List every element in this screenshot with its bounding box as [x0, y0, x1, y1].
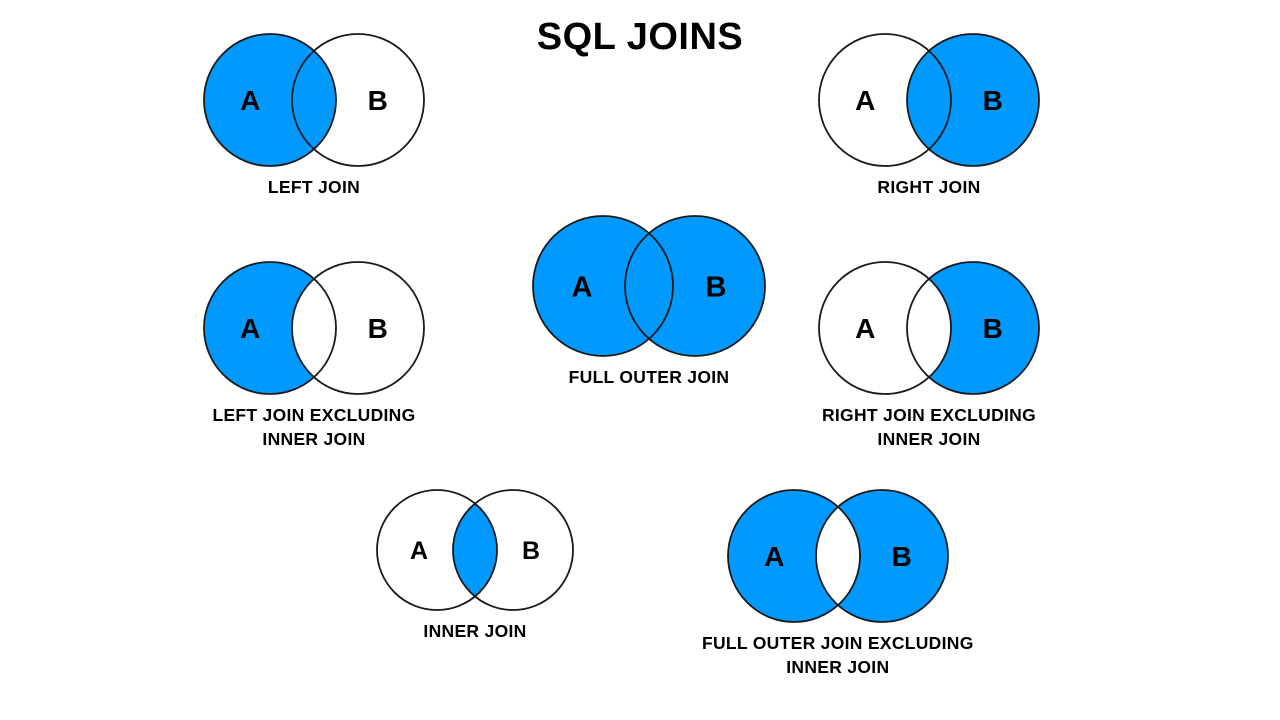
- set-label-a: A: [855, 85, 875, 116]
- circle-b-outline: [906, 261, 1040, 395]
- set-label-b: B: [891, 541, 911, 572]
- region-b-only: [907, 262, 1039, 394]
- set-label-b: B: [368, 313, 388, 344]
- venn-caption-right-join: RIGHT JOIN: [877, 177, 981, 197]
- circle-b-outline: [906, 33, 1040, 167]
- region-intersection: [292, 34, 336, 166]
- circle-a-outline: [203, 261, 337, 395]
- circle-b-outline: [452, 489, 574, 611]
- set-label-a: A: [410, 537, 428, 565]
- region-b-only: [815, 490, 948, 622]
- venn-caption-inner-join: INNER JOIN: [423, 621, 527, 641]
- venn-caption-full-outer-join-excluding-inner-join: FULL OUTER JOIN EXCLUDING INNER JOIN: [702, 633, 974, 677]
- venn-caption-right-join-excluding-inner-join: RIGHT JOIN EXCLUDING INNER JOIN: [821, 405, 1037, 449]
- circle-a-outline: [726, 489, 861, 623]
- set-label-b: B: [983, 313, 1003, 344]
- circle-b-outline: [291, 261, 425, 395]
- set-label-b: B: [368, 85, 388, 116]
- set-label-a: A: [855, 313, 875, 344]
- circle-a-outline: [203, 33, 337, 167]
- circle-a-outline: [818, 33, 952, 167]
- venn-caption-left-join: LEFT JOIN: [267, 177, 361, 197]
- venn-caption-left-join-excluding-inner-join: LEFT JOIN EXCLUDING INNER JOIN: [212, 405, 416, 449]
- circle-a-outline: [532, 215, 674, 357]
- circle-b-outline: [624, 215, 766, 357]
- page-title: SQL JOINS: [536, 16, 744, 58]
- set-label-a: A: [240, 85, 260, 116]
- region-intersection: [907, 34, 951, 166]
- circle-a-outline: [376, 489, 498, 611]
- set-label-a: A: [764, 541, 784, 572]
- circle-b-outline: [814, 489, 949, 623]
- set-label-a: A: [240, 313, 260, 344]
- set-label-a: A: [572, 271, 593, 303]
- circle-b-outline: [291, 33, 425, 167]
- region-intersection: [625, 216, 673, 356]
- region-a-only: [204, 262, 336, 394]
- venn-caption-full-outer-join: FULL OUTER JOIN: [568, 367, 730, 387]
- set-label-b: B: [522, 537, 540, 565]
- circle-a-outline: [818, 261, 952, 395]
- set-label-b: B: [706, 271, 727, 303]
- region-intersection: [453, 490, 497, 610]
- set-label-b: B: [983, 85, 1003, 116]
